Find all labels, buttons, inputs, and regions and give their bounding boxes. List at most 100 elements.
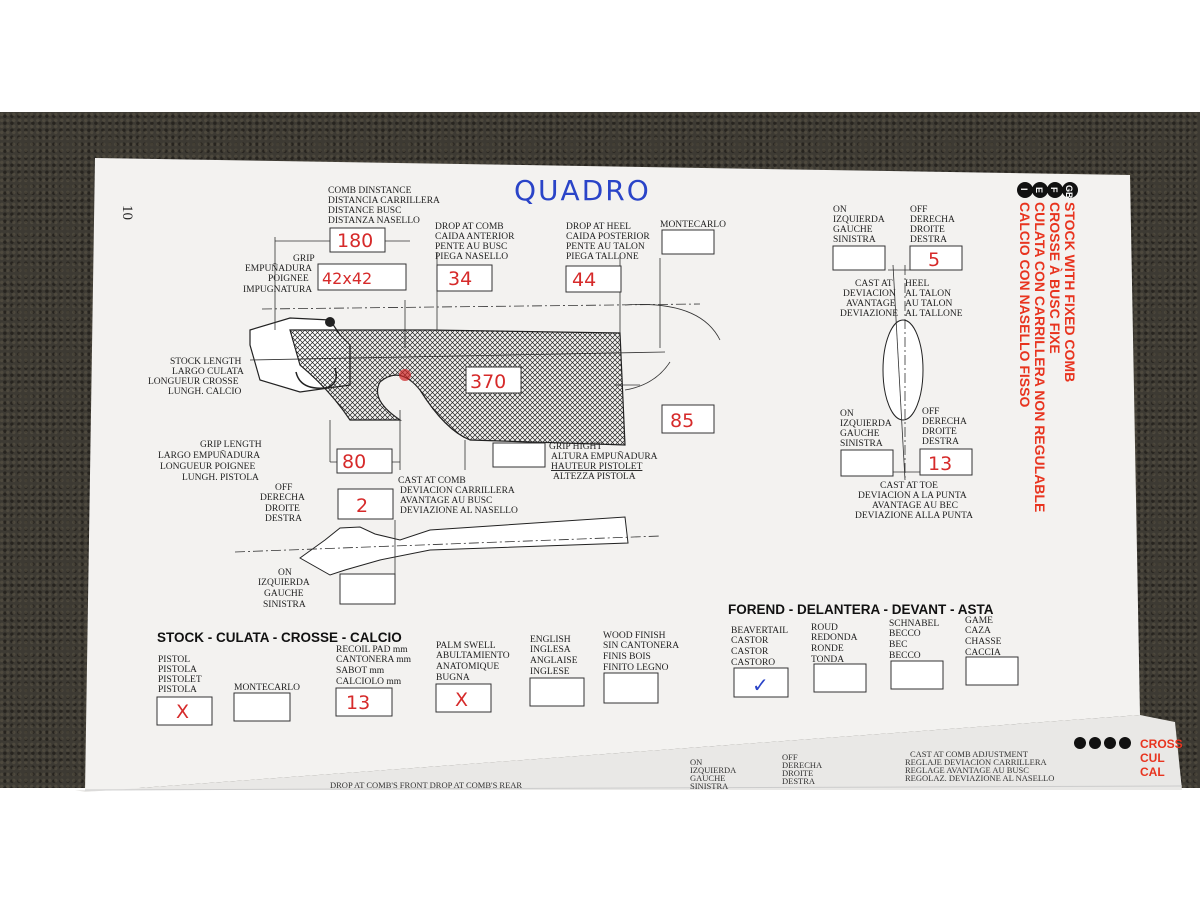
title-line-4: CALCIO CON NASELLO FISSO: [1017, 202, 1033, 407]
svg-text:DROITE: DROITE: [922, 427, 957, 437]
svg-text:GAUCHE: GAUCHE: [690, 773, 725, 783]
svg-text:BECCO: BECCO: [889, 629, 921, 639]
stock-option-english: ENGLISH INGLESA ANGLAISE INGLESE: [530, 635, 578, 677]
label-grip-length: GRIP LENGTH LARGO EMPUÑADURA LONGUEUR PO…: [158, 440, 262, 483]
box-comb-distance[interactable]: [329, 227, 386, 253]
checkbox-schnabel[interactable]: [890, 660, 944, 690]
checkbox-english[interactable]: [529, 677, 585, 707]
title-line-3: CULATA CON CARRILLERA NON REGULABLE: [1032, 202, 1048, 512]
svg-text:PISTOL: PISTOL: [158, 655, 190, 665]
svg-text:CAIDA POSTERIOR: CAIDA POSTERIOR: [566, 232, 650, 242]
svg-text:EMPUÑADURA: EMPUÑADURA: [245, 262, 312, 274]
forend-option-beavertail: BEAVERTAIL CASTOR CASTOR CASTORO: [731, 626, 788, 668]
box-drop-at-comb[interactable]: [436, 264, 493, 292]
page-sheet: [85, 158, 1140, 792]
svg-text:AVANTAGE AU BEC: AVANTAGE AU BEC: [872, 501, 958, 511]
svg-text:PALM SWELL: PALM SWELL: [436, 641, 496, 651]
svg-text:RECOIL PAD mm: RECOIL PAD mm: [336, 645, 408, 655]
svg-text:PISTOLA: PISTOLA: [158, 685, 197, 695]
svg-text:SCHNABEL: SCHNABEL: [889, 619, 939, 629]
box-cast-off-heel[interactable]: [909, 245, 963, 271]
value-stock-length: 370: [470, 371, 506, 393]
value-drop-at-comb: 34: [448, 268, 472, 290]
svg-text:CASTORO: CASTORO: [731, 658, 775, 668]
box-pitch[interactable]: [661, 404, 715, 434]
svg-text:SINISTRA: SINISTRA: [833, 235, 876, 245]
box-drop-at-heel[interactable]: [565, 265, 622, 293]
box-cast-on-comb[interactable]: [339, 573, 396, 605]
checkbox-montecarlo[interactable]: [233, 692, 291, 722]
stock-shape: [289, 329, 626, 446]
box-cast-on-toe[interactable]: [840, 449, 894, 477]
svg-text:ON: ON: [833, 205, 847, 215]
svg-text:BECCO: BECCO: [889, 651, 921, 661]
stock-option-wood-finish: WOOD FINISH SIN CANTONERA FINIS BOIS FIN…: [603, 631, 679, 673]
box-cast-off-comb[interactable]: [337, 488, 394, 520]
box-stock-length[interactable]: [465, 366, 522, 394]
checkbox-pistol[interactable]: [156, 696, 213, 726]
svg-text:WOOD FINISH: WOOD FINISH: [603, 631, 666, 641]
svg-text:HAUTEUR PISTOLET: HAUTEUR PISTOLET: [551, 462, 643, 472]
box-grip-hight[interactable]: [492, 442, 546, 468]
checkbox-wood-finish[interactable]: [603, 672, 659, 704]
svg-text:CASTOR: CASTOR: [731, 636, 769, 646]
svg-text:LONGUEUR CROSSE: LONGUEUR CROSSE: [148, 377, 239, 387]
forend-section-heading: FOREND - DELANTERA - DEVANT - ASTA: [728, 602, 994, 617]
svg-text:SINISTRA: SINISTRA: [263, 600, 306, 610]
svg-text:LARGO CULATA: LARGO CULATA: [172, 367, 244, 377]
svg-text:DEVIACION: DEVIACION: [843, 289, 896, 299]
svg-text:AL TALON: AL TALON: [905, 289, 951, 299]
checkbox-palm-swell[interactable]: [435, 683, 492, 713]
svg-text:DERECHA: DERECHA: [922, 417, 967, 427]
mark-palm-swell: X: [455, 689, 468, 711]
svg-text:GRIP: GRIP: [293, 254, 315, 264]
svg-text:AL TALLONE: AL TALLONE: [905, 309, 963, 319]
page-number: 10: [119, 205, 135, 220]
value-cast-off-comb: 2: [356, 495, 368, 517]
svg-text:CAIDA ANTERIOR: CAIDA ANTERIOR: [435, 232, 515, 242]
label-off-mid-right: OFF DERECHA DROITE DESTRA: [922, 407, 967, 447]
svg-text:DEVIACION A LA PUNTA: DEVIACION A LA PUNTA: [858, 491, 967, 501]
svg-text:GAUCHE: GAUCHE: [264, 589, 304, 599]
svg-text:AVANTAGE: AVANTAGE: [846, 299, 896, 309]
value-pitch: 85: [670, 410, 694, 432]
svg-text:DERECHA: DERECHA: [910, 215, 955, 225]
svg-text:TONDA: TONDA: [811, 655, 844, 665]
svg-text:OFF: OFF: [275, 483, 292, 493]
next-page-content: ON IZQUIERDA GAUCHE SINISTRA OFF DERECHA…: [330, 737, 1183, 791]
cast-diagram: [882, 264, 924, 481]
value-grip-length: 80: [342, 451, 366, 473]
box-grip-length[interactable]: [336, 448, 393, 474]
label-on-top-right: ON IZQUIERDA GAUCHE SINISTRA: [833, 205, 885, 245]
box-cast-on-heel[interactable]: [832, 245, 886, 271]
label-on-mid-right: ON IZQUIERDA GAUCHE SINISTRA: [840, 409, 892, 449]
svg-text:CACCIA: CACCIA: [965, 648, 1001, 658]
box-cast-off-toe[interactable]: [919, 448, 973, 476]
label-cast-at-toe: CAST AT TOE DEVIACION A LA PUNTA AVANTAG…: [855, 481, 973, 521]
svg-text:LONGUEUR POIGNEE: LONGUEUR POIGNEE: [160, 462, 255, 472]
svg-text:COMB DINSTANCE: COMB DINSTANCE: [328, 186, 412, 196]
svg-text:BEAVERTAIL: BEAVERTAIL: [731, 626, 788, 636]
svg-text:PIEGA TALLONE: PIEGA TALLONE: [566, 252, 639, 262]
checkbox-beavertail[interactable]: [733, 667, 789, 698]
box-montecarlo-top[interactable]: [661, 229, 715, 255]
checkbox-game[interactable]: [965, 656, 1019, 686]
stock-top-diagram: [234, 516, 661, 576]
svg-text:IMPUGNATURA: IMPUGNATURA: [243, 285, 312, 295]
label-grip-hight: GRIP HIGHT ALTURA EMPUÑADURA HAUTEUR PIS…: [549, 442, 658, 482]
svg-text:GRIP LENGTH: GRIP LENGTH: [200, 440, 262, 450]
box-grip[interactable]: [317, 263, 407, 291]
forend-option-game: GAME CAZA CHASSE CACCIA: [965, 616, 1002, 658]
svg-text:DROP AT COMB'S FRONT DROP AT: DROP AT COMB'S FRONT DROP AT COMB'S REAR: [330, 780, 522, 790]
svg-text:DROP AT COMB: DROP AT COMB: [435, 222, 504, 232]
svg-text:ALTEZZA PISTOLA: ALTEZZA PISTOLA: [553, 472, 636, 482]
svg-text:ABULTAMIENTO: ABULTAMIENTO: [436, 651, 510, 661]
svg-text:REDONDA: REDONDA: [811, 633, 858, 643]
label-drop-at-heel: DROP AT HEEL CAIDA POSTERIOR PENTE AU TA…: [566, 222, 650, 262]
svg-text:OFF: OFF: [782, 752, 798, 762]
checkbox-roud[interactable]: [813, 663, 867, 693]
input-recoil-pad[interactable]: [335, 687, 393, 717]
svg-text:ANATOMIQUE: ANATOMIQUE: [436, 662, 499, 672]
label-cast-at-heel: CAST AT DEVIACION AVANTAGE DEVIAZIONE: [840, 279, 898, 319]
svg-text:LUNGH. PISTOLA: LUNGH. PISTOLA: [182, 473, 259, 483]
